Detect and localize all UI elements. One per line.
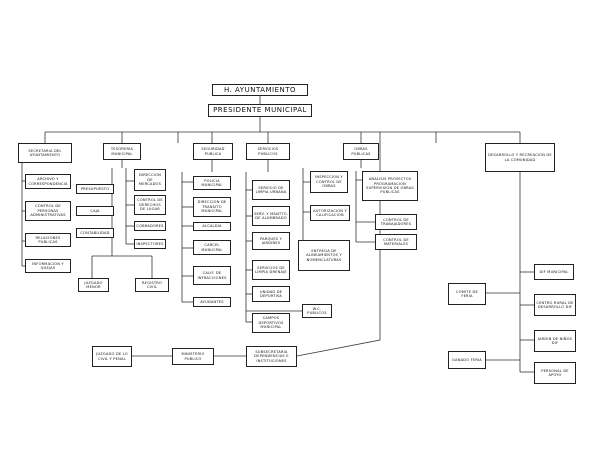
comite-feria-box: COMITE DE FERIA bbox=[448, 283, 486, 305]
obras-box: OBRAS PUBLICAS bbox=[343, 143, 379, 160]
desarrollo-box: DESARROLLO Y RECREACION DE LA COMUNIDAD bbox=[485, 143, 555, 172]
wc-box: W.C. PUBLICOS bbox=[302, 304, 332, 318]
juzgado-civil-box: JUZGADO DE LO CIVIL Y PENAL bbox=[92, 346, 132, 367]
entrega-box: ENTREGA DE ALINEAMIENTOS Y NOMENCLATURAS bbox=[298, 240, 350, 271]
parques-box: PARQUES Y JARDINES bbox=[252, 232, 290, 250]
calif-box: CALIF. DE INFRACCIONES bbox=[193, 266, 231, 285]
materiales-box: CONTROL DE MATERIALES bbox=[375, 234, 417, 250]
policia-box: POLICIA MUNICIPAL bbox=[193, 176, 231, 190]
presidente-box: PRESIDENTE MUNICIPAL bbox=[208, 104, 312, 117]
alcaldia-box: ALCALDIA bbox=[193, 222, 231, 231]
dir-mercados-box: DIRECCION DE MERCADOS bbox=[134, 169, 166, 191]
relaciones-box: RELACIONES PUBLICAS bbox=[25, 233, 71, 247]
tesoreria-box: TESORERIA MUNICIPAL bbox=[103, 143, 141, 160]
presupuesto-box: PRESUPUESTO bbox=[76, 184, 114, 194]
trabajadores-box: CONTROL DE TRABAJADORES bbox=[375, 214, 417, 230]
autorizacion-box: AUTORIZACION Y CALIFICACION bbox=[310, 205, 350, 221]
informacion-box: INFORMACION Y QUEJAS bbox=[25, 259, 71, 273]
control-personas-box: CONTROL DE PERSONAS ADMINISTRATIVAS bbox=[25, 201, 71, 221]
inspeccion-obras-box: INSPECCION Y CONTROL DE OBRAS bbox=[310, 171, 348, 193]
control-derechos-box: CONTROL DE DERECHOS DE LUGAR bbox=[134, 195, 166, 215]
caja-box: CAJA bbox=[76, 206, 114, 216]
personal-box: PERSONAL DE APOYO bbox=[534, 362, 576, 384]
registro-civil-box: REGISTRO CIVIL bbox=[135, 278, 169, 292]
deportiva-box: UNIDAD DE DEPORTIVA bbox=[252, 286, 290, 302]
limpia-drenaje-box: SERVICIOS DE LIMPIA DRENAJE bbox=[252, 260, 290, 280]
transito-box: DIRECCION DE TRANSITO MUNICIPAL bbox=[193, 197, 231, 217]
campos-box: CAMPOS DEPORTIVOS MUNICIPAL bbox=[252, 313, 290, 333]
alumbrado-box: SERV. Y MANTTO. DE ALUMBRADO bbox=[252, 206, 290, 226]
limpia-urbana-box: SERVICIO DE LIMPIA URBANA bbox=[252, 180, 290, 200]
servicios-box: SERVICIOS PUBLICOS bbox=[246, 143, 290, 160]
subsecretaria-box: SUBSECRETARIA DEPENDENCIAS E INSTITUCION… bbox=[246, 346, 297, 367]
cobradores-box: COBRADORES bbox=[134, 221, 166, 231]
analisis-box: ANALISIS PROYECTOS PROGRAMACION SUPERVIS… bbox=[362, 171, 418, 201]
ministerio-box: MINISTERIO PUBLICO bbox=[172, 348, 214, 365]
ganado-feria-box: GANADO FERIA bbox=[448, 351, 486, 369]
jardin-box: JARDIN DE NIÑOS DIF bbox=[534, 330, 576, 352]
archivo-box: ARCHIVO Y CORRESPONDENCIA bbox=[25, 174, 71, 189]
inspectores-box: INSPECTORES bbox=[134, 239, 166, 249]
ayuntamiento-box: H. AYUNTAMIENTO bbox=[212, 84, 308, 96]
carcel-box: CARCEL MUNICIPAL bbox=[193, 240, 231, 255]
dif-municipal-box: DIF MUNICIPAL bbox=[534, 264, 574, 280]
contabilidad-box: CONTABILIDAD bbox=[76, 228, 114, 238]
juzgado-menor-box: JUZGADO MENOR bbox=[78, 278, 109, 292]
ayudantes-box: AYUDANTES bbox=[193, 297, 231, 307]
seguridad-box: SEGURIDAD PUBLICA bbox=[193, 143, 233, 160]
secretaria-box: SECRETARIA DEL AYUNTAMIENTO bbox=[18, 143, 72, 163]
centro-rural-box: CENTRO RURAL DE DESARROLLO DIF bbox=[534, 294, 576, 316]
